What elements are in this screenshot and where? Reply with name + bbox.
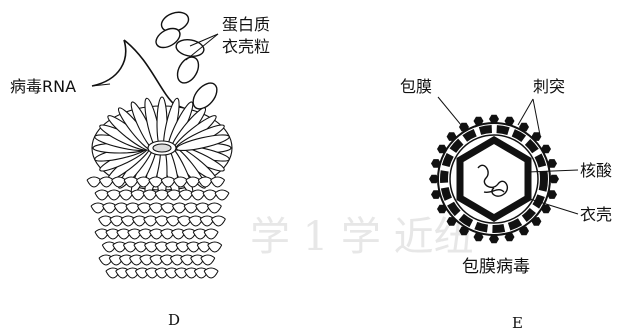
diagram-d-helical-virus: 蛋白质 衣壳粒 病毒RNA D — [10, 9, 270, 329]
capsomere-scale — [131, 193, 145, 200]
label-viral-rna: 病毒RNA — [10, 77, 76, 96]
capsomere-scale — [215, 193, 229, 200]
capsomere-scale — [208, 245, 222, 252]
capsomere-scale — [107, 193, 121, 200]
capsomere-scale — [87, 180, 101, 187]
capsomere-scale — [203, 193, 217, 200]
capsomere-scale-top — [208, 242, 222, 245]
capsomere-scale-top — [87, 177, 101, 180]
label-protein-capsomere-2: 衣壳粒 — [222, 37, 270, 56]
capsomere-scale-top — [201, 255, 215, 258]
watermark-text: 学 1 学 近纽 — [250, 214, 474, 260]
capsomere-scale — [211, 180, 225, 187]
capsomere-scale — [95, 193, 109, 200]
capsomere-scale — [143, 193, 157, 200]
capsomere-scale — [167, 193, 181, 200]
capsomere-scale — [99, 180, 113, 187]
capsid-hexagon — [460, 140, 528, 218]
capsomere-scale-top — [204, 229, 218, 232]
capsomere-scale — [207, 206, 221, 213]
capsid-top-disk — [92, 97, 232, 199]
capsomere-scale-top — [215, 190, 229, 193]
capsomere-scale — [179, 193, 193, 200]
diagram-e-enveloped-virus: 包膜 刺突 核酸 衣壳 包膜病毒 E — [400, 77, 612, 330]
caption-enveloped-virus: 包膜病毒 — [462, 257, 530, 277]
capsomere-scale-top — [204, 268, 218, 271]
capsomere-scale-top — [211, 216, 225, 219]
capsomere-scale-top — [207, 203, 221, 206]
capsomere-scale — [119, 193, 133, 200]
capsomere-scale — [204, 271, 218, 278]
capsid-helical-body — [87, 177, 229, 278]
label-envelope: 包膜 — [400, 77, 432, 96]
label-protein-capsomere-1: 蛋白质 — [222, 15, 270, 34]
capsomere-scale — [204, 232, 218, 239]
capsomere-scale — [211, 219, 225, 226]
panel-letter-e: E — [512, 314, 523, 330]
capsomere-scale — [201, 258, 215, 265]
capsomere-scale — [155, 193, 169, 200]
label-spike: 刺突 — [533, 77, 565, 96]
label-capsid: 衣壳 — [580, 205, 612, 224]
panel-letter-d: D — [168, 311, 180, 329]
label-nucleic-acid: 核酸 — [580, 161, 612, 180]
capsomere-scale — [191, 193, 205, 200]
